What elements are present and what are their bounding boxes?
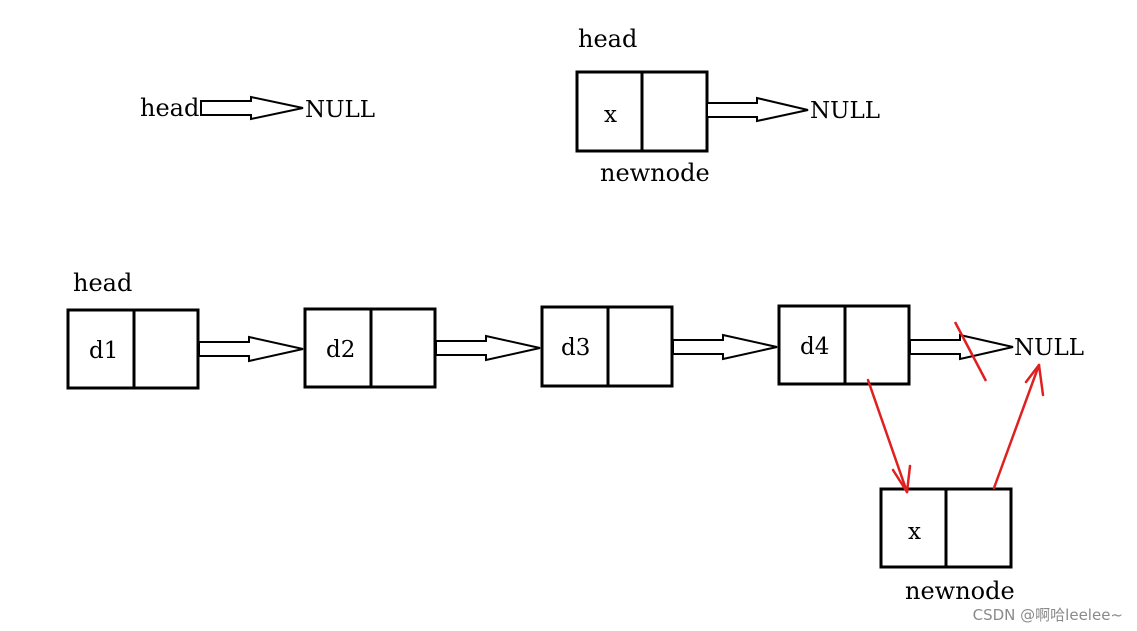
bottom-null-label: NULL [1014, 335, 1084, 361]
top-middle-head-label: head [578, 25, 637, 53]
arrow-d3-to-d4 [672, 333, 778, 361]
bottom-head-label: head [73, 269, 132, 297]
node-d1-data: d1 [89, 338, 118, 364]
top-left-hollow-arrow [200, 95, 304, 121]
new-node [879, 487, 1013, 569]
node-d3-data: d3 [561, 335, 590, 361]
watermark: CSDN @啊哈leelee~ [972, 606, 1123, 624]
list-node-d1 [66, 308, 200, 390]
top-middle-node-data: x [604, 102, 617, 128]
top-middle-null-label: NULL [810, 98, 880, 124]
node-d4-data: d4 [800, 334, 829, 360]
list-node-d3 [540, 305, 674, 388]
strike-through-mark [953, 321, 988, 382]
node-d2-data: d2 [326, 337, 355, 363]
red-arrow-d4-to-newnode [866, 378, 912, 494]
arrow-d2-to-d3 [435, 334, 541, 362]
arrow-d1-to-d2 [198, 335, 304, 363]
top-middle-node [575, 70, 709, 153]
top-left-null-label: NULL [305, 97, 375, 123]
list-node-d2 [303, 307, 437, 389]
new-node-data: x [908, 519, 921, 545]
top-middle-hollow-arrow [706, 96, 809, 123]
top-left-head-label: head [140, 94, 199, 122]
arrow-d4-to-null-removed [909, 333, 1014, 361]
new-node-caption: newnode [905, 577, 1015, 605]
red-arrow-newnode-to-null [992, 363, 1045, 490]
list-node-d4 [777, 304, 911, 386]
top-middle-caption: newnode [600, 159, 710, 187]
